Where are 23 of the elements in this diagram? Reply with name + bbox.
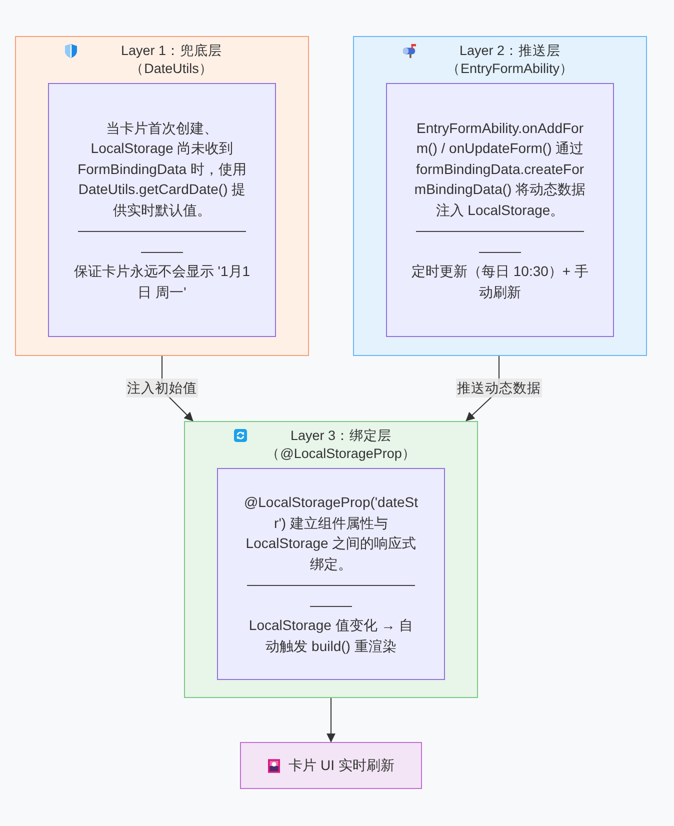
arrow <box>326 698 336 742</box>
layer-title: Layer 3：绑定层（@LocalStorageProp） <box>265 427 417 463</box>
result-label: 卡片 UI 实时刷新 <box>288 756 394 776</box>
body-text: 保证卡片永远不会显示 '1月1日 周一' <box>73 262 251 302</box>
layer-title: Layer 1：兜底层（DateUtils） <box>120 42 224 78</box>
layer-panel <box>184 421 478 698</box>
description-box <box>48 83 276 337</box>
layer-panel <box>353 36 647 356</box>
body-text: 当卡片首次创建、LocalStorage 尚未收到 FormBindingData 时，使用 DateUtils.getCardDate() 提供实时默认值。 <box>76 118 248 220</box>
edge-label: 推送动态数据 <box>456 378 542 398</box>
layer-panel <box>15 36 309 356</box>
divider-text: ——————————————— <box>415 221 585 261</box>
result-box <box>240 742 422 789</box>
body-text: 定时更新（每日 10:30）+ 手动刷新 <box>411 262 589 302</box>
body-text: @LocalStorageProp('dateStr') 建立组件属性与 LocalStorage 之间的响应式绑定。 <box>242 493 420 574</box>
edge-label: 注入初始值 <box>126 378 198 398</box>
divider-text: ——————————————— <box>246 575 416 614</box>
divider-text: ——————————————— <box>77 221 247 261</box>
description-box <box>217 468 445 680</box>
layer-title: Layer 2：推送层（EntryFormAbility） <box>445 42 574 78</box>
description-box <box>386 83 614 337</box>
body-text: EntryFormAbility.onAddForm() / onUpdateForm() 通过 formBindingData.createFormBindingData() 将动态数据注入 LocalStorage。 <box>413 118 587 220</box>
body-text: LocalStorage 值变化 → 自动触发 build() 重渲染 <box>248 616 414 656</box>
